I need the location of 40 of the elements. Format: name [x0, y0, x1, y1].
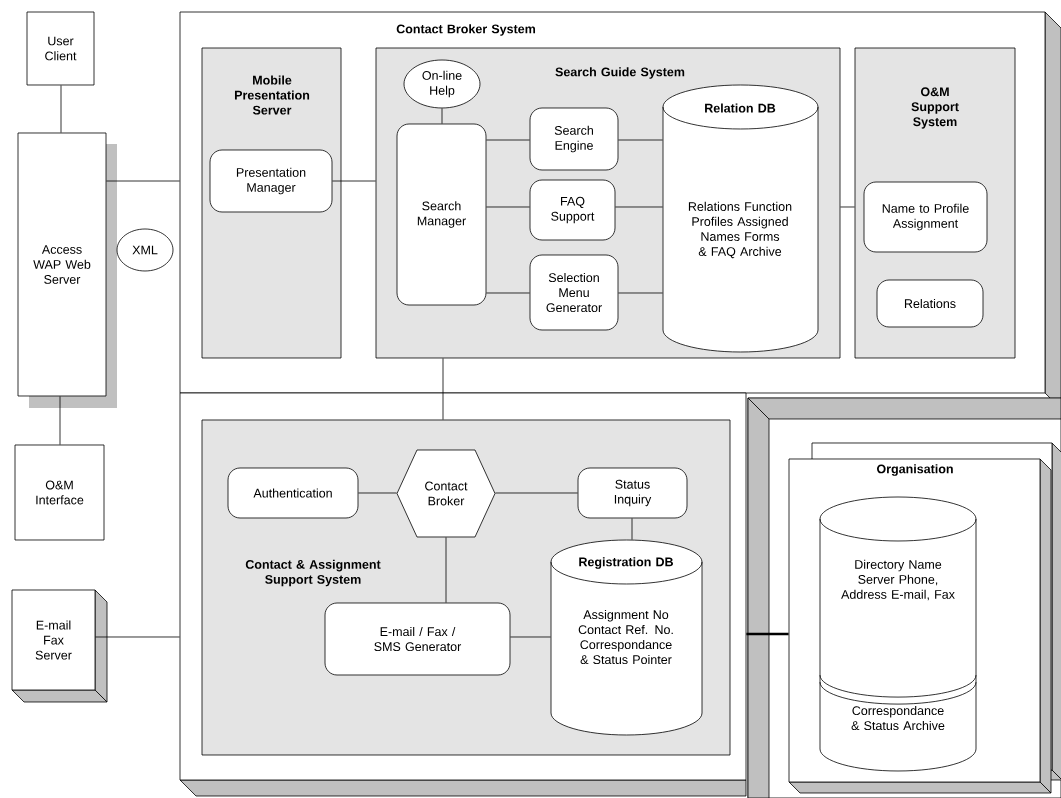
server-box: Access WAP Web Server — [17, 132, 117, 408]
rounded-box: E-mail / Fax / SMS Generator — [324, 602, 511, 676]
rounded-box: Presentation Manager — [209, 149, 333, 213]
connector-line — [486, 139, 530, 141]
connector-line — [618, 292, 663, 294]
database-cylinder: Registration DB Assignment No Contact Ref. No. Correspondance & Status Pointer — [550, 539, 703, 736]
connector-line — [106, 180, 180, 182]
rounded-box: Name to Profile Assignment — [863, 181, 988, 253]
connector-line — [615, 206, 663, 208]
connector-line — [60, 85, 62, 133]
rounded-box: Search Manager — [396, 123, 487, 306]
connector-line — [510, 636, 551, 638]
connector-line — [486, 292, 530, 294]
rounded-box: Status Inquiry — [577, 467, 688, 519]
connector-line — [95, 636, 180, 638]
hexagon-node: Contact Broker — [396, 449, 496, 538]
connector-line — [59, 396, 61, 445]
connector-line — [618, 139, 663, 141]
connector-line — [442, 358, 444, 420]
rounded-box: FAQ Support — [529, 179, 616, 241]
component-box: User Client — [26, 11, 95, 86]
connector-line — [746, 632, 789, 636]
ellipse-node: XML — [116, 228, 174, 272]
ellipse-node: On-line Help — [403, 59, 481, 109]
connector-line — [358, 492, 397, 494]
rounded-box: Selection Menu Generator — [529, 254, 619, 331]
database-cylinder: Relation DB Relations Function Profiles Assigned Names Forms & FAQ Archive — [662, 84, 819, 353]
component-box: O&M Interface — [14, 444, 105, 541]
server-box: E-mail Fax Server — [11, 589, 108, 703]
connector-line — [495, 492, 578, 494]
connector-line — [840, 206, 855, 208]
connector-line — [445, 537, 447, 603]
rounded-box: Authentication — [227, 467, 359, 519]
connector-line — [486, 206, 530, 208]
rounded-box: Search Engine — [529, 107, 619, 171]
rounded-box: Relations — [876, 279, 984, 328]
database-cylinder: Directory Name Server Phone, Address E-mail, Fax Correspondance & Status Archive — [819, 496, 977, 772]
connector-line — [441, 108, 443, 124]
connector-line — [631, 518, 633, 540]
connector-line — [332, 180, 376, 182]
